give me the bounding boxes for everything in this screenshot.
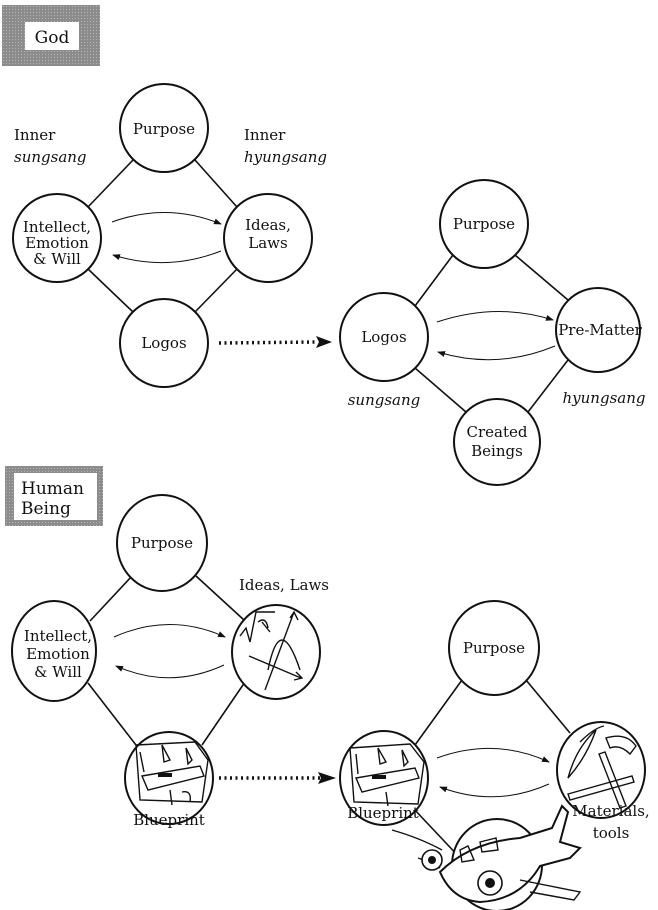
node-logos-label: Logos <box>141 334 186 352</box>
node-logos <box>119 298 209 388</box>
node-created-beings <box>453 398 541 486</box>
node-purpose-label: Purpose <box>133 120 195 138</box>
node-logos-label: Logos <box>361 328 406 346</box>
caption-inner-left-1: Inner <box>14 126 56 144</box>
human-section-label: Human Being <box>5 466 103 526</box>
node-intellect-line1: Intellect, <box>23 218 91 236</box>
caption-inner-left-2: sungsang <box>14 148 87 166</box>
airplane-icon <box>391 804 582 910</box>
human-label-line1: Human <box>21 479 84 499</box>
caption-materials-line1: Materials, <box>572 802 649 820</box>
blueprint-icon <box>339 730 429 826</box>
arrow-give <box>113 624 226 638</box>
node-ideas <box>223 193 313 283</box>
human-outer-diagram: Purpose Blueprint Materials, tools <box>339 600 650 910</box>
node-logos <box>339 292 429 382</box>
arrow-give <box>436 310 554 323</box>
tools-icon <box>556 721 646 819</box>
caption-hyungsang: hyungsang <box>563 389 646 407</box>
god-label: God <box>35 28 70 48</box>
caption-blueprint: Blueprint <box>347 804 419 822</box>
node-intellect-line3: & Will <box>33 250 81 268</box>
math-formula-icon <box>231 604 321 700</box>
node-intellect-line2: Emotion <box>26 645 90 663</box>
arrow-receive <box>115 664 225 679</box>
node-purpose <box>439 179 529 269</box>
node-intellect-line2: Emotion <box>25 234 89 252</box>
arrow-receive <box>439 783 550 798</box>
arrow-receive <box>112 250 222 264</box>
caption-inner-right-2: hyungsang <box>244 148 327 166</box>
god-section-label: God <box>2 5 100 66</box>
caption-inner-right-1: Inner <box>244 126 286 144</box>
arrowhead-icon <box>316 336 332 348</box>
node-purpose-label: Purpose <box>463 639 525 657</box>
node-intellect <box>11 600 97 702</box>
node-purpose <box>116 494 208 592</box>
arrowhead-icon <box>318 772 336 784</box>
god-outer-diagram: Purpose Logos Pre-Matter Created Beings … <box>339 179 646 486</box>
blueprint-icon <box>124 731 214 825</box>
node-purpose-label: Purpose <box>131 534 193 552</box>
node-pre-matter <box>555 287 641 373</box>
human-inner-diagram: Purpose Intellect, Emotion & Will Ideas,… <box>11 494 329 829</box>
node-purpose <box>119 83 209 173</box>
node-purpose <box>448 600 540 696</box>
node-intellect-line1: Intellect, <box>24 627 92 645</box>
arrow-give <box>111 211 222 225</box>
node-purpose-label: Purpose <box>453 215 515 233</box>
caption-ideas-laws: Ideas, Laws <box>239 576 329 594</box>
node-pre-matter-label: Pre-Matter <box>558 321 642 339</box>
arrow-receive <box>437 345 556 361</box>
human-label-line2: Being <box>21 499 71 519</box>
caption-sungsang: sungsang <box>348 391 421 409</box>
node-ideas-line2: Laws <box>248 234 287 252</box>
node-intellect <box>12 193 102 283</box>
arrow-give <box>436 747 550 763</box>
node-created-line1: Created <box>467 423 528 441</box>
node-intellect-line3: & Will <box>34 663 82 681</box>
node-ideas-line1: Ideas, <box>245 216 291 234</box>
caption-blueprint: Blueprint <box>133 811 205 829</box>
caption-materials-line2: tools <box>593 824 630 842</box>
dotted-arrow-god <box>218 340 319 345</box>
node-created-line2: Beings <box>471 442 523 460</box>
god-inner-diagram: Purpose Intellect, Emotion & Will Ideas,… <box>12 83 327 388</box>
